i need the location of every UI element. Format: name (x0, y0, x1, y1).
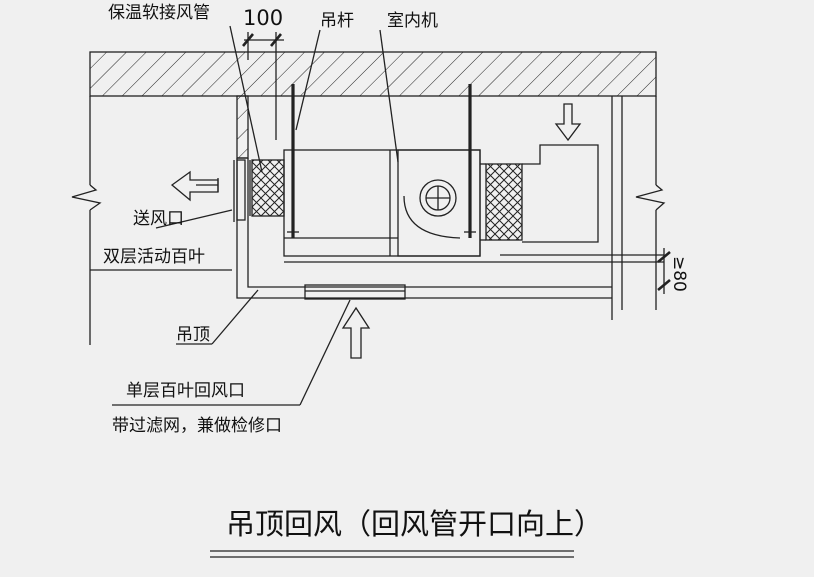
fan-outer (419, 179, 457, 217)
right-wall (611, 96, 666, 320)
down-arrow-icon (554, 103, 582, 142)
label-return-grille: 单层百叶回风口 (126, 381, 245, 401)
label-filter-note: 带过滤网，兼做检修口 (112, 416, 282, 436)
left-wall (71, 96, 102, 345)
leader-lines (90, 25, 574, 558)
label-flex-duct: 保温软接风管 (108, 3, 210, 23)
supply-louver (236, 159, 246, 221)
label-supply-outlet: 送风口 (133, 209, 184, 229)
label-indoor-unit: 室内机 (387, 11, 438, 31)
flex-duct (251, 159, 285, 217)
spacing-dimension (242, 32, 284, 140)
label-ceiling: 吊顶 (176, 325, 210, 345)
clearance-dimension (657, 248, 671, 294)
return-filter (485, 163, 523, 241)
label-clearance-dim: ≥80 (669, 256, 689, 292)
return-plenum (522, 144, 599, 243)
label-double-louver: 双层活动百叶 (103, 247, 205, 267)
return-grille (304, 284, 406, 300)
diagram-title: 吊顶回风（回风管开口向上） (226, 507, 603, 541)
label-spacing-dim: 100 (243, 6, 283, 30)
label-hanger-rod: 吊杆 (320, 11, 354, 31)
plenum-wall-insulation (236, 95, 249, 159)
indoor-unit-body (283, 149, 481, 257)
up-arrow-icon (341, 306, 371, 359)
floor-slab (89, 51, 657, 97)
